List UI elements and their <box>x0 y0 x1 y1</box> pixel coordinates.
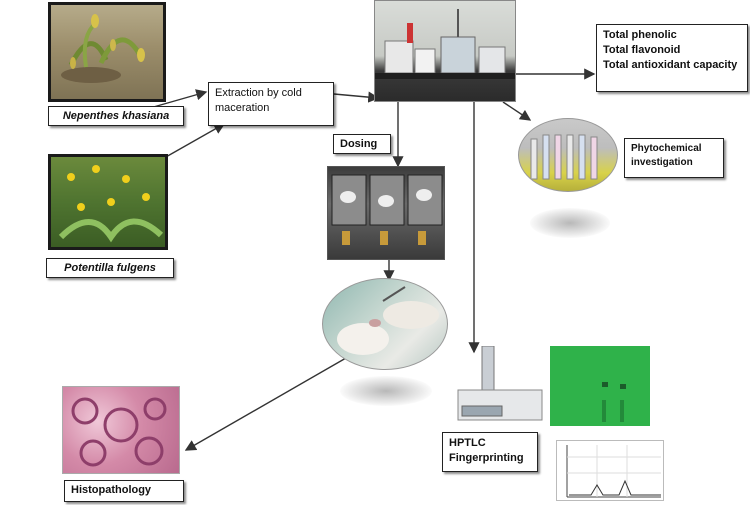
rat-cages-photo <box>327 166 445 260</box>
arrow-plant1-to-extraction <box>149 89 208 109</box>
lab-equipment-illustration <box>375 9 515 79</box>
phytochemical-shadow <box>530 208 610 238</box>
plant1-label-box: Nepenthes khasiana <box>48 106 184 126</box>
phytochemical-tubes-photo <box>518 118 618 192</box>
plant1-label: Nepenthes khasiana <box>62 110 170 122</box>
tlc-plate-image <box>550 346 650 426</box>
chromatogram-illustration <box>566 445 661 498</box>
plant2-label: Potentilla fulgens <box>64 262 156 274</box>
hptlc-instrument-illustration <box>457 345 543 421</box>
surgery-photo <box>322 278 448 370</box>
pitcher-plant-illustration <box>61 14 145 83</box>
hptlc-box: HPTLC Fingerprinting <box>442 432 538 472</box>
dosing-box: Dosing <box>333 134 391 154</box>
hptlc-label: HPTLC Fingerprinting <box>449 437 524 464</box>
histopathology-box: Histopathology <box>64 480 184 502</box>
phytochemical-label: Phytochemical investigation <box>631 143 702 168</box>
chromatogram-image <box>556 440 664 501</box>
tissue-illustration <box>71 397 167 467</box>
rat-cages-illustration <box>331 174 443 245</box>
test-tubes-illustration <box>530 134 598 180</box>
histopathology-image <box>62 386 180 474</box>
plant1-photo <box>48 2 166 102</box>
assay-item: Total phenolic <box>603 29 677 41</box>
assay-item: Total flavonoid <box>603 44 681 56</box>
hptlc-instrument <box>452 345 544 432</box>
surgery-illustration <box>337 286 439 355</box>
plant2-label-box: Potentilla fulgens <box>46 258 174 278</box>
arrow-lab-to-phytochemical <box>502 101 532 121</box>
arrow-surgery-to-histo <box>184 357 347 451</box>
lab-equipment-photo <box>374 0 516 102</box>
tlc-bands-illustration <box>602 382 626 422</box>
assays-box: Total phenolic Total flavonoid Total ant… <box>596 24 748 92</box>
extraction-label: Extraction by cold maceration <box>215 87 302 114</box>
arrow-extraction-to-lab <box>333 91 380 103</box>
plant2-photo <box>48 154 168 250</box>
surgery-shadow <box>340 376 432 406</box>
histopathology-label: Histopathology <box>71 484 152 496</box>
extraction-box: Extraction by cold maceration <box>208 82 334 126</box>
phytochemical-box: Phytochemical investigation <box>624 138 724 178</box>
assay-item: Total antioxidant capacity <box>603 59 738 71</box>
potentilla-illustration <box>58 165 164 243</box>
dosing-label: Dosing <box>340 138 378 150</box>
